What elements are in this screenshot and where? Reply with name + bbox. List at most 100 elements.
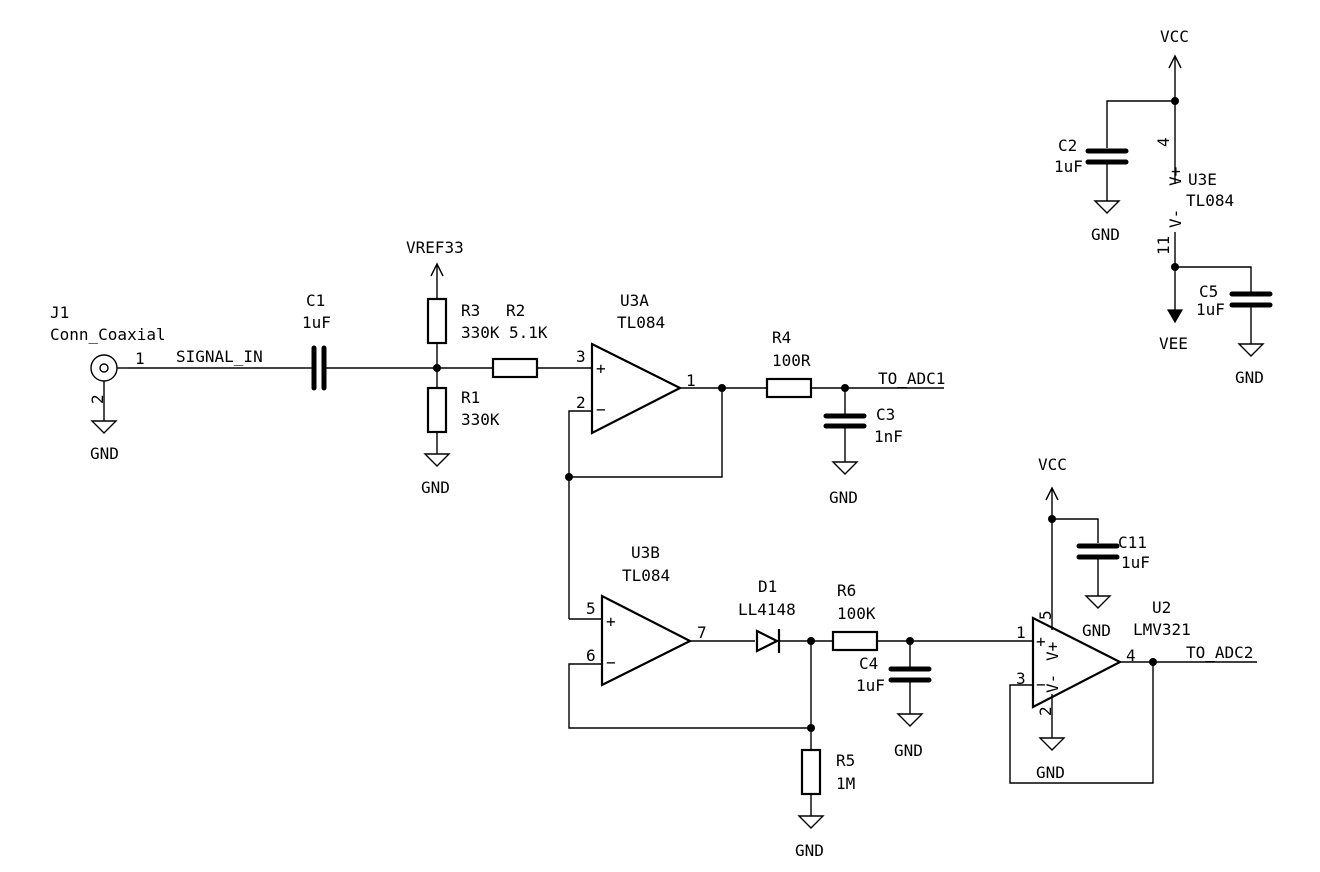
- vcc-u2-symbol: [1045, 486, 1059, 630]
- r1-value: 330K: [461, 410, 500, 429]
- u2-pin4: 4: [1126, 646, 1136, 665]
- d1-ref: D1: [758, 577, 777, 596]
- u3e-pin11: 11: [1154, 236, 1173, 255]
- vref33-label: VREF33: [406, 238, 464, 257]
- u2-feedback-wire: [1009, 662, 1154, 784]
- gnd-c3-label: GND: [829, 488, 858, 507]
- gnd-c11-label: GND: [1082, 621, 1111, 640]
- u3b-minus-sign: −: [606, 653, 616, 672]
- j1-pin1: 1: [135, 349, 145, 368]
- j1-value: Conn_Coaxial: [50, 325, 166, 344]
- gnd-c5-label: GND: [1235, 368, 1264, 387]
- c1-capacitor: [305, 345, 437, 391]
- c3-ref: C3: [876, 405, 895, 424]
- vcc-u2-label: VCC: [1038, 455, 1067, 474]
- u3b-pin7: 7: [697, 623, 707, 642]
- r6-ref: R6: [837, 581, 856, 600]
- u3e-vminus-label: V-: [1166, 209, 1185, 228]
- u3b-value: TL084: [622, 566, 670, 585]
- c4-ref: C4: [859, 654, 878, 673]
- r4-resistor: [765, 377, 813, 399]
- c1-ref: C1: [306, 291, 325, 310]
- u3b-pin6: 6: [586, 646, 596, 665]
- gnd-c2-symbol: [1093, 200, 1121, 214]
- u3b-plus-sign: +: [606, 612, 616, 631]
- u3a-minus-sign: −: [596, 400, 606, 419]
- u3b-opamp: [600, 594, 693, 687]
- u3e-ref: U3E: [1188, 170, 1217, 189]
- u2-pin2: 2: [1036, 706, 1055, 716]
- u2-pin5: 5: [1036, 610, 1055, 620]
- u2-ref: U2: [1152, 598, 1171, 617]
- r2-value: 5.1K: [509, 323, 548, 342]
- gnd-u2-label: GND: [1036, 763, 1065, 782]
- u3a-pin2: 2: [576, 393, 586, 412]
- d1-value: LL4148: [738, 600, 796, 619]
- r6-resistor: [831, 630, 879, 652]
- gnd-r5-symbol: [797, 815, 825, 829]
- u3b-feedback-wire: [568, 663, 811, 729]
- c5-ref: C5: [1199, 282, 1218, 301]
- signal-in-label: SIGNAL_IN: [176, 347, 263, 366]
- c2-value: 1uF: [1054, 157, 1083, 176]
- r4-ref: R4: [772, 328, 791, 347]
- u3a-ref: U3A: [620, 291, 649, 310]
- u2-pin1: 1: [1016, 623, 1026, 642]
- gnd-r1-symbol: [423, 453, 451, 467]
- c11-ref: C11: [1118, 533, 1147, 552]
- r5-value: 1M: [836, 774, 855, 793]
- u3a-pin1: 1: [686, 371, 696, 390]
- c4-capacitor: [888, 641, 932, 714]
- gnd-c2-label: GND: [1091, 225, 1120, 244]
- gnd-c4-symbol: [896, 713, 924, 727]
- u3e-pin4: 4: [1154, 137, 1173, 147]
- r6-value: 100K: [837, 604, 876, 623]
- to-adc1-label: TO_ADC1: [878, 369, 945, 388]
- u2-vminus-label: V-: [1043, 674, 1062, 693]
- c2-ref: C2: [1058, 136, 1077, 155]
- r2-resistor: [491, 357, 539, 379]
- j1-pin2: 2: [88, 394, 107, 404]
- u2-vplus-label: V+: [1043, 642, 1062, 661]
- u3a-opamp: [590, 342, 683, 435]
- gnd-c3-symbol: [831, 461, 859, 475]
- u3b-ref: U3B: [631, 543, 660, 562]
- c11-capacitor: [1076, 543, 1120, 596]
- u2-plus-sign: +: [1036, 632, 1046, 651]
- vref33-symbol: [430, 262, 444, 299]
- u3e-vplus-label: V+: [1166, 167, 1185, 186]
- vee-label: VEE: [1159, 334, 1188, 353]
- gnd-c4-label: GND: [894, 741, 923, 760]
- r3-ref: R3: [461, 301, 480, 320]
- r1-resistor: [426, 386, 448, 434]
- junction-r5-fb: [807, 724, 815, 732]
- r2-ref: R2: [506, 301, 525, 320]
- u2-opamp: [1031, 616, 1123, 709]
- r1-ref: R1: [461, 388, 480, 407]
- c2-capacitor: [1085, 148, 1129, 201]
- junction-u3a-out: [718, 384, 726, 392]
- c3-capacitor: [823, 388, 867, 462]
- vcc-u3e-label: VCC: [1160, 27, 1189, 46]
- gnd-r5-label: GND: [795, 841, 824, 860]
- u2-value: LMV321: [1133, 620, 1191, 639]
- d1-diode: [755, 629, 833, 653]
- to-adc2-label: TO_ADC2: [1186, 643, 1253, 662]
- j1-connector: [90, 354, 128, 410]
- r3-resistor: [426, 297, 448, 345]
- r5-resistor: [800, 748, 822, 796]
- gnd-u2-symbol: [1038, 737, 1066, 751]
- c5-value: 1uF: [1196, 300, 1225, 319]
- u3a-plus-sign: +: [596, 359, 606, 378]
- r4-value: 100R: [772, 351, 811, 370]
- c11-value: 1uF: [1121, 553, 1150, 572]
- junction-u2-out: [1149, 658, 1157, 666]
- u2-pin3: 3: [1016, 669, 1026, 688]
- u3e-value: TL084: [1186, 191, 1234, 210]
- vee-symbol: [1166, 309, 1184, 324]
- c3-value: 1nF: [874, 427, 903, 446]
- u3b-pin5: 5: [586, 599, 596, 618]
- r3-value: 330K: [461, 323, 500, 342]
- u2-minus-sign: −: [1036, 675, 1046, 694]
